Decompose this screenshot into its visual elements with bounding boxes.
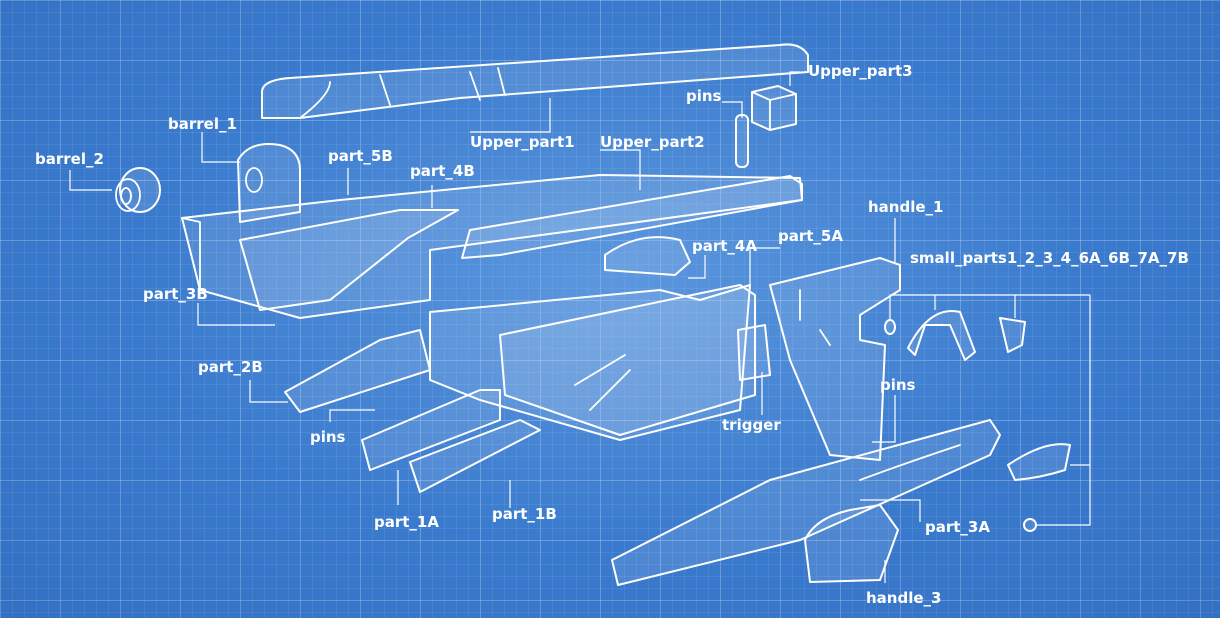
trigger-shape [737,324,771,381]
label-part-2b: part_2B [198,358,263,376]
small-parts-shape [884,310,1071,532]
upper-part1-shape [261,43,809,119]
label-part-4b: part_4B [410,162,475,180]
upper-part2-shape [461,175,803,259]
label-upper-part1: Upper_part1 [470,133,575,151]
label-part-4a: part_4A [692,237,757,255]
label-part-5b: part_5B [328,147,393,165]
pin-top-shape [735,114,749,168]
label-pins-right: pins [880,376,916,394]
label-handle-3: handle_3 [866,589,942,607]
label-trigger: trigger [722,416,781,434]
label-part-3b: part_3B [143,285,208,303]
handle-3-shape [804,504,899,583]
part-2b-shape [284,329,431,413]
barrel-1-shape [237,143,301,223]
part-3a-shape [611,419,1001,586]
part-4a-shape [604,236,691,276]
label-part-3a: part_3A [925,518,990,536]
label-upper-part3: Upper_part3 [808,62,913,80]
label-pins-left: pins [310,428,346,446]
barrel-2-shape [115,167,161,213]
label-upper-part2: Upper_part2 [600,133,705,151]
leader-lines [69,71,1091,583]
handle-1-shape [769,257,901,461]
label-part-1a: part_1A [374,513,439,531]
label-barrel-1: barrel_1 [168,115,237,133]
label-part-5a: part_5A [778,227,843,245]
label-part-1b: part_1B [492,505,557,523]
part-1b-shape [429,284,756,441]
label-small-parts: small_parts1_2_3_4_6A_6B_7A_7B [910,249,1189,267]
part-3b-shape [181,174,803,319]
label-barrel-2: barrel_2 [35,150,104,168]
part-1a-shape [361,389,541,493]
part-5b-shape [239,209,459,311]
upper-part3-shape [751,85,797,131]
label-pins-top: pins [686,87,722,105]
label-handle-1: handle_1 [868,198,944,216]
